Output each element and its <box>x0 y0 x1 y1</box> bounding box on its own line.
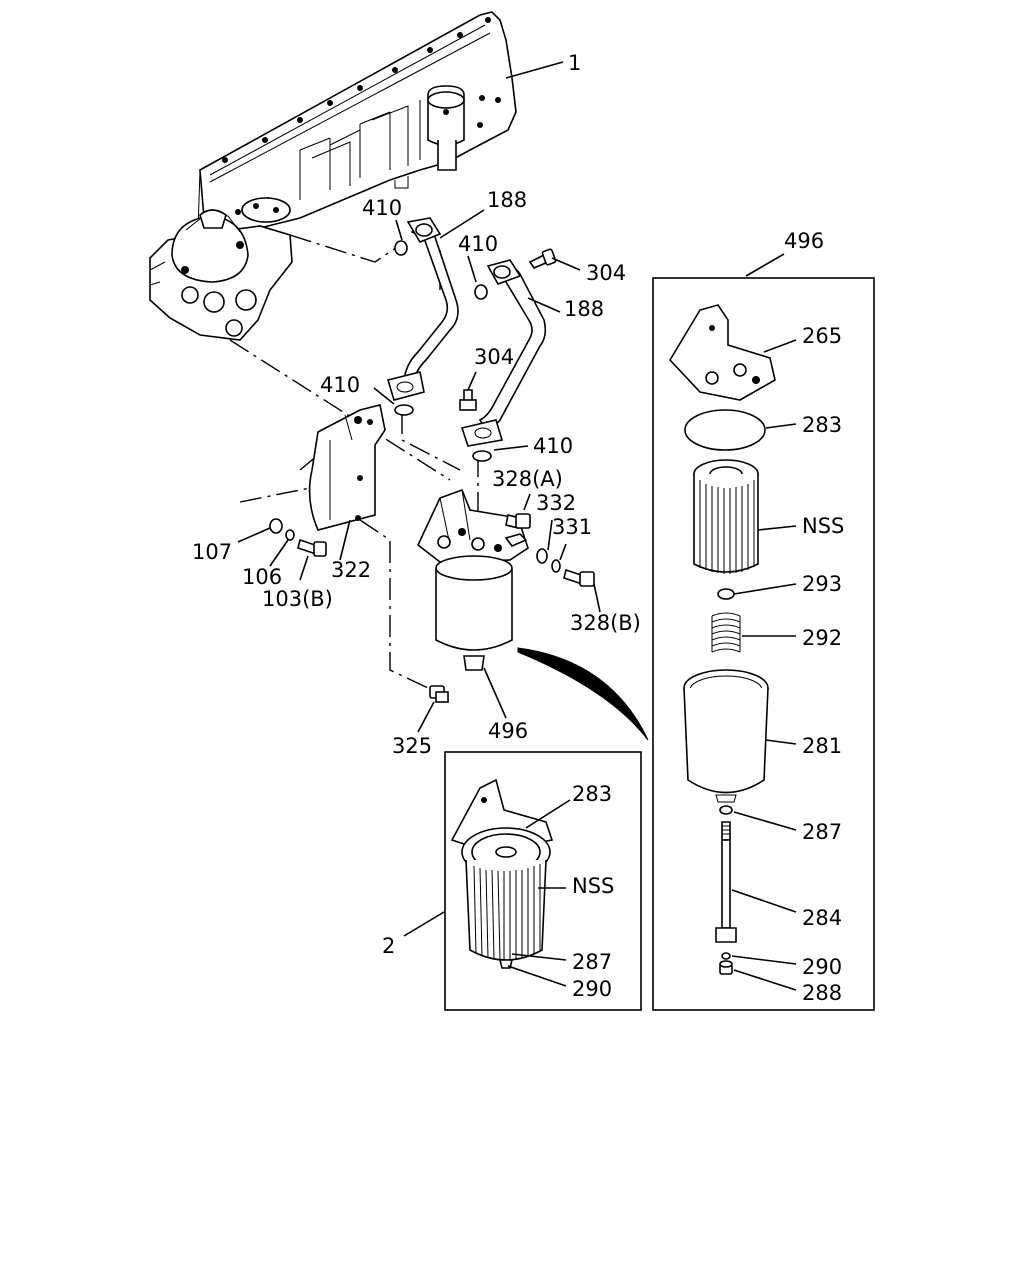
callout-nss-bottom: NSS <box>572 874 614 898</box>
callout-287-bottom: 287 <box>572 950 612 974</box>
callout-188-b: 188 <box>564 297 604 321</box>
callout-labels: 1 410 188 410 304 188 304 410 410 328(A)… <box>192 51 844 1005</box>
callout-328b: 328(B) <box>570 611 641 635</box>
callout-107: 107 <box>192 540 232 564</box>
callout-410-c: 410 <box>320 373 360 397</box>
callout-322: 322 <box>331 558 371 582</box>
washer-332 <box>536 548 548 564</box>
oil-pipe-188-right <box>460 259 547 447</box>
callout-281: 281 <box>802 734 842 758</box>
bolt-328a <box>505 513 531 529</box>
callout-nss-right: NSS <box>802 514 844 538</box>
callout-293: 293 <box>802 572 842 596</box>
leader-lines <box>237 61 797 991</box>
bolt-304-lower <box>459 389 477 411</box>
callout-283-right: 283 <box>802 413 842 437</box>
callout-496-box: 496 <box>784 229 824 253</box>
callout-332: 332 <box>536 491 576 515</box>
o-rings-410 <box>394 240 492 462</box>
callout-496-main: 496 <box>488 719 528 743</box>
bolt-103b <box>297 538 327 557</box>
callout-304-b: 304 <box>474 345 514 369</box>
alt-filter-detail-box <box>444 751 642 1011</box>
callout-290-bottom: 290 <box>572 977 612 1001</box>
exploded-detail-box <box>652 277 875 1011</box>
callout-325: 325 <box>392 734 432 758</box>
bolt-328b <box>563 568 595 587</box>
detail-arrow <box>517 647 649 741</box>
callout-106: 106 <box>242 565 282 589</box>
callout-265: 265 <box>802 324 842 348</box>
oil-filter-assembly-496 <box>417 488 529 671</box>
callout-103b: 103(B) <box>262 587 333 611</box>
bracket-322 <box>308 404 386 531</box>
callout-410-a: 410 <box>362 196 402 220</box>
washer-106 <box>285 529 295 541</box>
callout-2: 2 <box>382 934 395 958</box>
bolt-304-upper <box>528 248 557 269</box>
callout-331: 331 <box>552 515 592 539</box>
callout-292: 292 <box>802 626 842 650</box>
washer-331 <box>551 559 561 573</box>
washer-107 <box>269 518 283 534</box>
callout-328a: 328(A) <box>492 467 563 491</box>
oil-cooler-housing <box>149 11 517 341</box>
callout-304-a: 304 <box>586 261 626 285</box>
callout-290-right: 290 <box>802 955 842 979</box>
callout-283-bottom: 283 <box>572 782 612 806</box>
callout-410-b: 410 <box>458 232 498 256</box>
callout-288: 288 <box>802 981 842 1005</box>
callout-287-right: 287 <box>802 820 842 844</box>
callout-188-a: 188 <box>487 188 527 212</box>
callout-410-d: 410 <box>533 434 573 458</box>
callout-284: 284 <box>802 906 842 930</box>
callout-1: 1 <box>568 51 581 75</box>
oil-pipe-188-left <box>386 217 459 401</box>
drain-plug-325 <box>429 685 449 703</box>
